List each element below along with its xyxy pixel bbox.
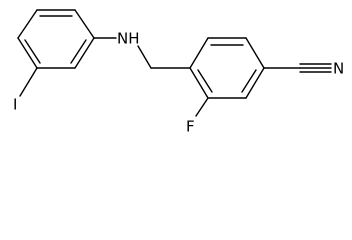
bond [245, 67, 265, 99]
triple-bond [299, 63, 332, 73]
bond [189, 67, 209, 99]
bond [19, 67, 38, 97]
iodine-label: I [13, 96, 17, 114]
bond [195, 97, 209, 117]
bond [189, 37, 209, 69]
double-bond [70, 39, 87, 64]
bond [245, 37, 265, 69]
fluorine-label: F [186, 118, 195, 136]
amine-label: NH [117, 30, 140, 48]
bond [137, 45, 152, 69]
bond [74, 9, 95, 39]
double-bond [241, 69, 257, 93]
double-bond [24, 39, 41, 64]
bond [17, 9, 38, 39]
bond [74, 37, 95, 69]
iodophenyl-ring [17, 9, 95, 69]
double-bond [197, 69, 213, 93]
molecule-structure: NH I F N [13, 9, 344, 136]
fluorobenzonitrile-ring [189, 37, 265, 99]
nitrile-nitrogen-label: N [333, 60, 344, 78]
bond [17, 37, 38, 69]
